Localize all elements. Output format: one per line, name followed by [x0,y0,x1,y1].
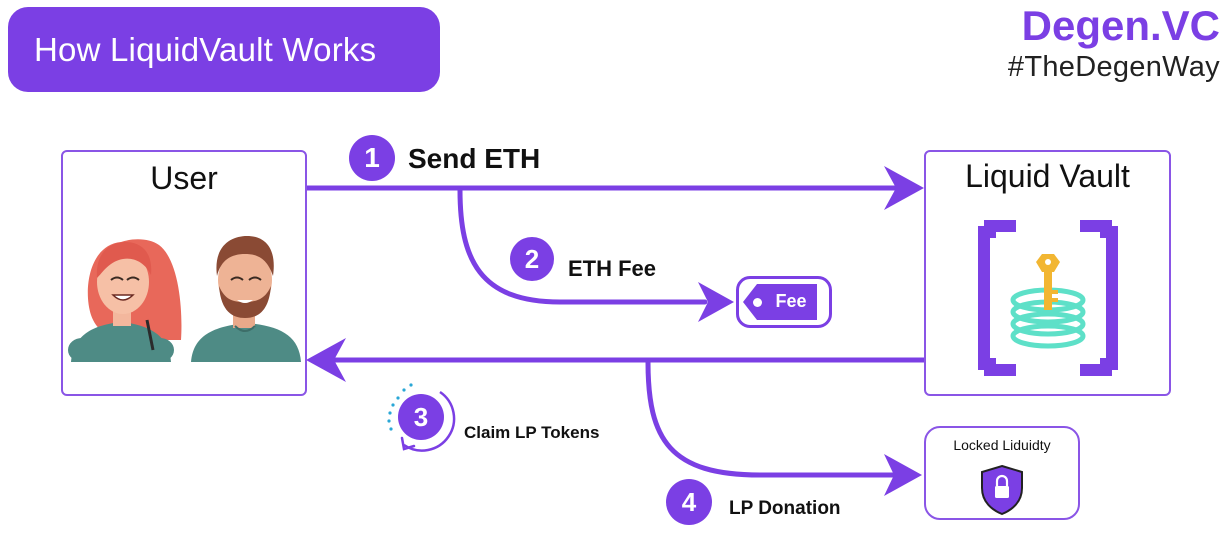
arrowhead-send-eth [884,166,924,210]
user-label: User [150,160,218,196]
key-icon [1036,254,1060,310]
step-2-label: ETH Fee [568,256,657,281]
step-3-number: 3 [413,401,429,432]
step-2-number: 2 [524,243,540,274]
shield-lock-icon [981,464,1023,516]
users-avatar-icon [68,236,301,362]
step-4-badge: 4 [666,479,712,525]
fee-tag-label: Fee [775,291,807,311]
fee-tag-hole [753,298,762,307]
step-1-label: Send ETH [408,143,541,174]
step-3-label: Claim LP Tokens [464,423,600,442]
arrowhead-eth-fee [698,282,734,322]
brand-tagline: #TheDegenWay [1007,51,1220,83]
step-4-label: LP Donation [729,498,841,519]
step-1-badge: 1 [349,135,395,181]
vault-label: Liquid Vault [965,158,1130,194]
vault-box: Liquid Vault [924,150,1171,396]
arrow-eth-fee [457,187,708,305]
step-2-badge: 2 [510,237,554,281]
step-3-badge: 3 [398,394,444,440]
step-4-number: 4 [681,486,697,517]
user-box: User [61,150,307,396]
page-title-text: How LiquidVault Works [34,30,377,68]
claim-cycle-icon [387,383,456,452]
arrowhead-claim-lp [306,338,346,382]
arrowhead-lp-donation [884,454,922,496]
brand: Degen.VC #TheDegenWay [1008,2,1220,84]
locked-liquidity-label: Locked Liduidty [953,437,1051,453]
brand-name: Degen.VC [1021,2,1220,49]
fee-tag: Fee [736,276,832,328]
arrow-lp-donation [645,359,898,478]
locked-liquidity-box: Locked Liduidty [924,426,1080,520]
step-1-number: 1 [364,142,380,173]
vault-icon [978,220,1118,376]
page-title: How LiquidVault Works [8,7,440,92]
